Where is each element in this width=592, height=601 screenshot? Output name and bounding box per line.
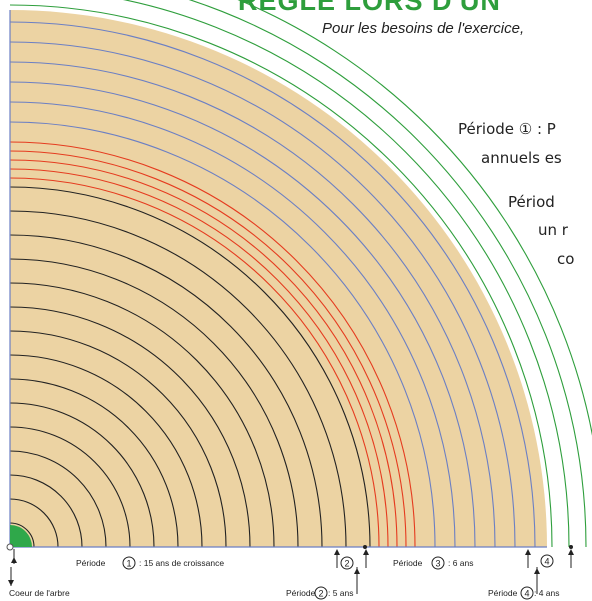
growth-ring-period-1 (9, 258, 299, 548)
growth-ring-period-3 (9, 21, 536, 548)
growth-ring-period-4 (188, 0, 587, 548)
growth-ring-period-2 (9, 177, 380, 548)
growth-ring-period-1 (9, 186, 371, 548)
marker-dot (569, 545, 573, 549)
tree-rings (6, 0, 592, 551)
arrow-up-icon (354, 568, 360, 574)
arrow-up-icon (534, 568, 540, 574)
arrow-up-icon (334, 549, 340, 555)
period-4-badge (540, 554, 554, 568)
growth-ring-period-4 (122, 0, 570, 548)
side-text-line-4: un r (538, 221, 568, 239)
period-4-number: 4 (544, 557, 549, 567)
growth-ring-period-1 (9, 474, 83, 548)
growth-ring-period-3 (9, 101, 456, 548)
growth-ring-period-1 (9, 234, 323, 548)
growth-ring-period-1 (9, 450, 107, 548)
growth-ring-period-3 (9, 61, 496, 548)
period-2-badge (340, 556, 354, 570)
growth-ring-period-2 (9, 141, 416, 548)
growth-ring-period-1 (9, 306, 251, 548)
arrow-up-icon (568, 549, 574, 555)
growth-ring-period-1 (9, 426, 131, 548)
subtitle: Pour les besoins de l'exercice, (322, 20, 525, 37)
growth-ring-period-1 (9, 402, 155, 548)
growth-ring-period-2 (9, 168, 389, 548)
growth-ring-period-1 (9, 498, 59, 548)
period-1-badge (122, 556, 136, 570)
period-scale-bottom: Coeur de l'arbre Période 2 : 5 ans Pério… (8, 567, 560, 600)
period-2-bottom-number: 2 (318, 589, 323, 599)
growth-ring-period-2 (9, 150, 407, 548)
growth-ring-period-1 (9, 330, 227, 548)
period-3-number: 3 (435, 559, 440, 569)
period-4-bottom-badge (520, 586, 534, 600)
side-text-line-1: Période ① : P (458, 120, 556, 138)
period-1-number: 1 (126, 559, 131, 569)
growth-ring-period-1 (9, 354, 203, 548)
period-3-suffix: : 6 ans (448, 558, 474, 568)
tree-core (10, 525, 32, 547)
period-1-suffix: : 15 ans de croissance (139, 558, 224, 568)
growth-ring-period-3 (9, 41, 516, 548)
period-4-bottom-prefix: Période (488, 588, 518, 598)
period-4-bottom-number: 4 (524, 589, 529, 599)
core-label: Coeur de l'arbre (9, 588, 70, 598)
period-1-prefix: Période (76, 558, 106, 568)
period-2-number: 2 (344, 559, 349, 569)
growth-ring-period-1 (9, 378, 179, 548)
wood-background (10, 10, 547, 547)
growth-ring-period-4 (9, 4, 553, 548)
arrow-up-icon (363, 549, 369, 555)
side-text-line-2: annuels es (481, 149, 562, 167)
growth-ring-period-2 (9, 159, 398, 548)
period-2-bottom-prefix: Période (286, 588, 316, 598)
growth-ring-period-3 (9, 121, 436, 548)
side-text-line-3: Périod (508, 193, 555, 211)
period-3-badge (431, 556, 445, 570)
period-3-prefix: Période (393, 558, 423, 568)
period-4-bottom-suffix: : 4 ans (534, 588, 560, 598)
growth-ring-period-1 (9, 210, 347, 548)
arrow-down-icon (8, 580, 14, 586)
period-scale-top: Période 1 : 15 ans de croissance 2 Pério… (11, 545, 574, 570)
side-text-line-5: co (557, 250, 575, 268)
growth-ring-period-4 (237, 0, 592, 437)
growth-ring-period-1 (9, 522, 35, 548)
marker-dot (363, 545, 367, 549)
core-center-dot (6, 543, 14, 551)
arrow-up-icon (525, 549, 531, 555)
arrow-up-icon (11, 557, 17, 563)
growth-ring-period-1 (9, 282, 275, 548)
page-title: REGLE LORS D'UN (238, 0, 501, 16)
period-2-bottom-suffix: : 5 ans (328, 588, 354, 598)
growth-ring-period-3 (9, 81, 476, 548)
period-2-bottom-badge (314, 586, 328, 600)
